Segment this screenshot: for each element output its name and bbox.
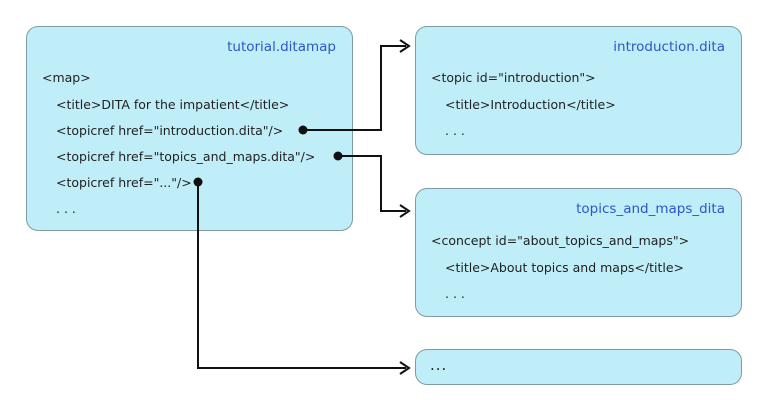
ditamap-box: tutorial.ditamap <box>26 26 353 231</box>
connector-topics-and-maps <box>338 155 406 212</box>
connector-dot-more <box>193 177 203 187</box>
introduction-filename: introduction.dita <box>613 39 725 55</box>
arrowhead-topics-and-maps <box>399 204 411 218</box>
introduction-title-element: <title>Introduction</title> <box>445 97 616 112</box>
map-title-element: <title>DITA for the impatient</title> <box>56 97 290 112</box>
ditamap-filename: tutorial.ditamap <box>227 39 336 55</box>
introduction-ellipsis: . . . <box>445 123 465 138</box>
topicref-introduction: <topicref href="introduction.dita"/> <box>56 123 284 138</box>
topics-and-maps-box: topics_and_maps_dita <box>415 188 742 317</box>
more-topics-box: ... <box>415 349 742 385</box>
concept-title-element: <title>About topics and maps</title> <box>445 260 685 275</box>
connector-more <box>197 182 406 369</box>
introduction-topic-box: introduction.dita <box>415 26 742 155</box>
topicref-topics-and-maps: <topicref href="topics_and_maps.dita"/> <box>56 149 316 164</box>
topicref-more: <topicref href="..."/> <box>56 175 192 190</box>
concept-ellipsis: . . . <box>445 286 465 301</box>
connector-dot-topics-and-maps <box>333 151 343 161</box>
arrowhead-more <box>399 361 411 375</box>
map-ellipsis: . . . <box>56 201 76 216</box>
more-ellipsis: ... <box>430 356 448 374</box>
connector-introduction <box>303 45 406 131</box>
concept-open-tag: <concept id="about_topics_and_maps"> <box>431 233 690 248</box>
connector-dot-introduction <box>298 125 308 135</box>
topic-open-tag: <topic id="introduction"> <box>431 70 596 85</box>
arrowhead-introduction <box>399 39 411 53</box>
topics-and-maps-filename: topics_and_maps_dita <box>576 201 725 217</box>
map-open-tag: <map> <box>42 70 91 85</box>
